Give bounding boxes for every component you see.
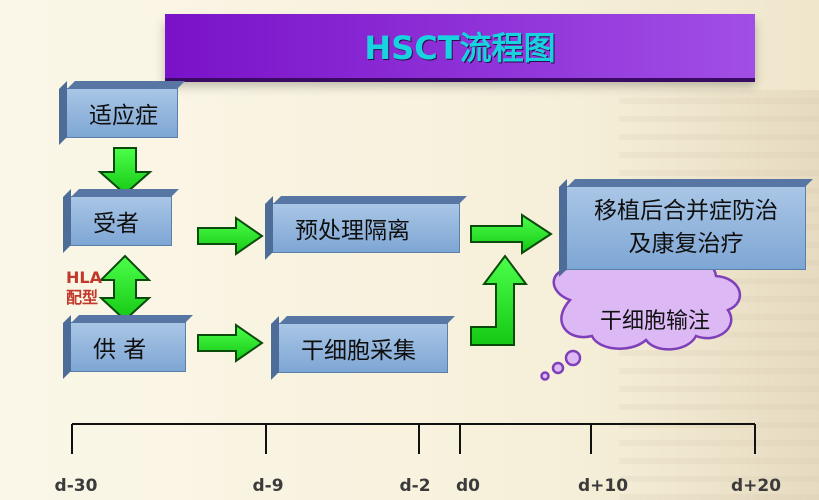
box-stem-cell-collection: 干细胞采集 [278, 323, 448, 373]
arrow-down-indication-recipient [97, 147, 153, 196]
arrow-right-conditioning-complications [470, 213, 553, 255]
tick-label-2: d-2 [399, 476, 431, 496]
title-banner: HSCT流程图 [165, 14, 755, 78]
arrow-right-donor-collection [197, 323, 264, 363]
box-donor: 供 者 [70, 322, 186, 372]
tick-label-5: d+20 [730, 476, 782, 496]
arrow-right-recipient-conditioning [197, 216, 264, 256]
box-complications-label: 移植后合并症防治 及康复治疗 [567, 195, 805, 262]
hla-label: HLA 配型 [66, 268, 102, 308]
box-donor-label: 供 者 [93, 337, 147, 363]
arrow-hla-match [98, 254, 152, 322]
page-title: HSCT流程图 [364, 29, 556, 67]
bubble-label: 干细胞输注 [599, 309, 710, 334]
box-recipient: 受者 [70, 196, 172, 246]
box-stem-cell-collection-label: 干细胞采集 [301, 338, 416, 364]
timeline-axis [71, 423, 756, 454]
box-complications-line2: 及康复治疗 [628, 231, 744, 257]
box-recipient-label: 受者 [93, 211, 139, 237]
tick-label-3: d0 [456, 476, 480, 496]
arrow-elbow-collection-up [470, 254, 528, 346]
tick-label-4: d+10 [577, 476, 629, 496]
box-complications-line1: 移植后合并症防治 [594, 197, 778, 224]
box-indication-label: 适应症 [89, 103, 158, 129]
box-conditioning: 预处理隔离 [272, 203, 460, 253]
tick-label-1: d-9 [252, 476, 284, 496]
hla-label-line2: 配型 [66, 288, 99, 307]
box-indication: 适应症 [66, 88, 178, 138]
box-complications: 移植后合并症防治 及康复治疗 [566, 186, 806, 270]
box-conditioning-label: 预处理隔离 [295, 218, 410, 244]
tick-label-0: d-30 [54, 476, 98, 496]
hla-label-line1: HLA [66, 268, 102, 287]
